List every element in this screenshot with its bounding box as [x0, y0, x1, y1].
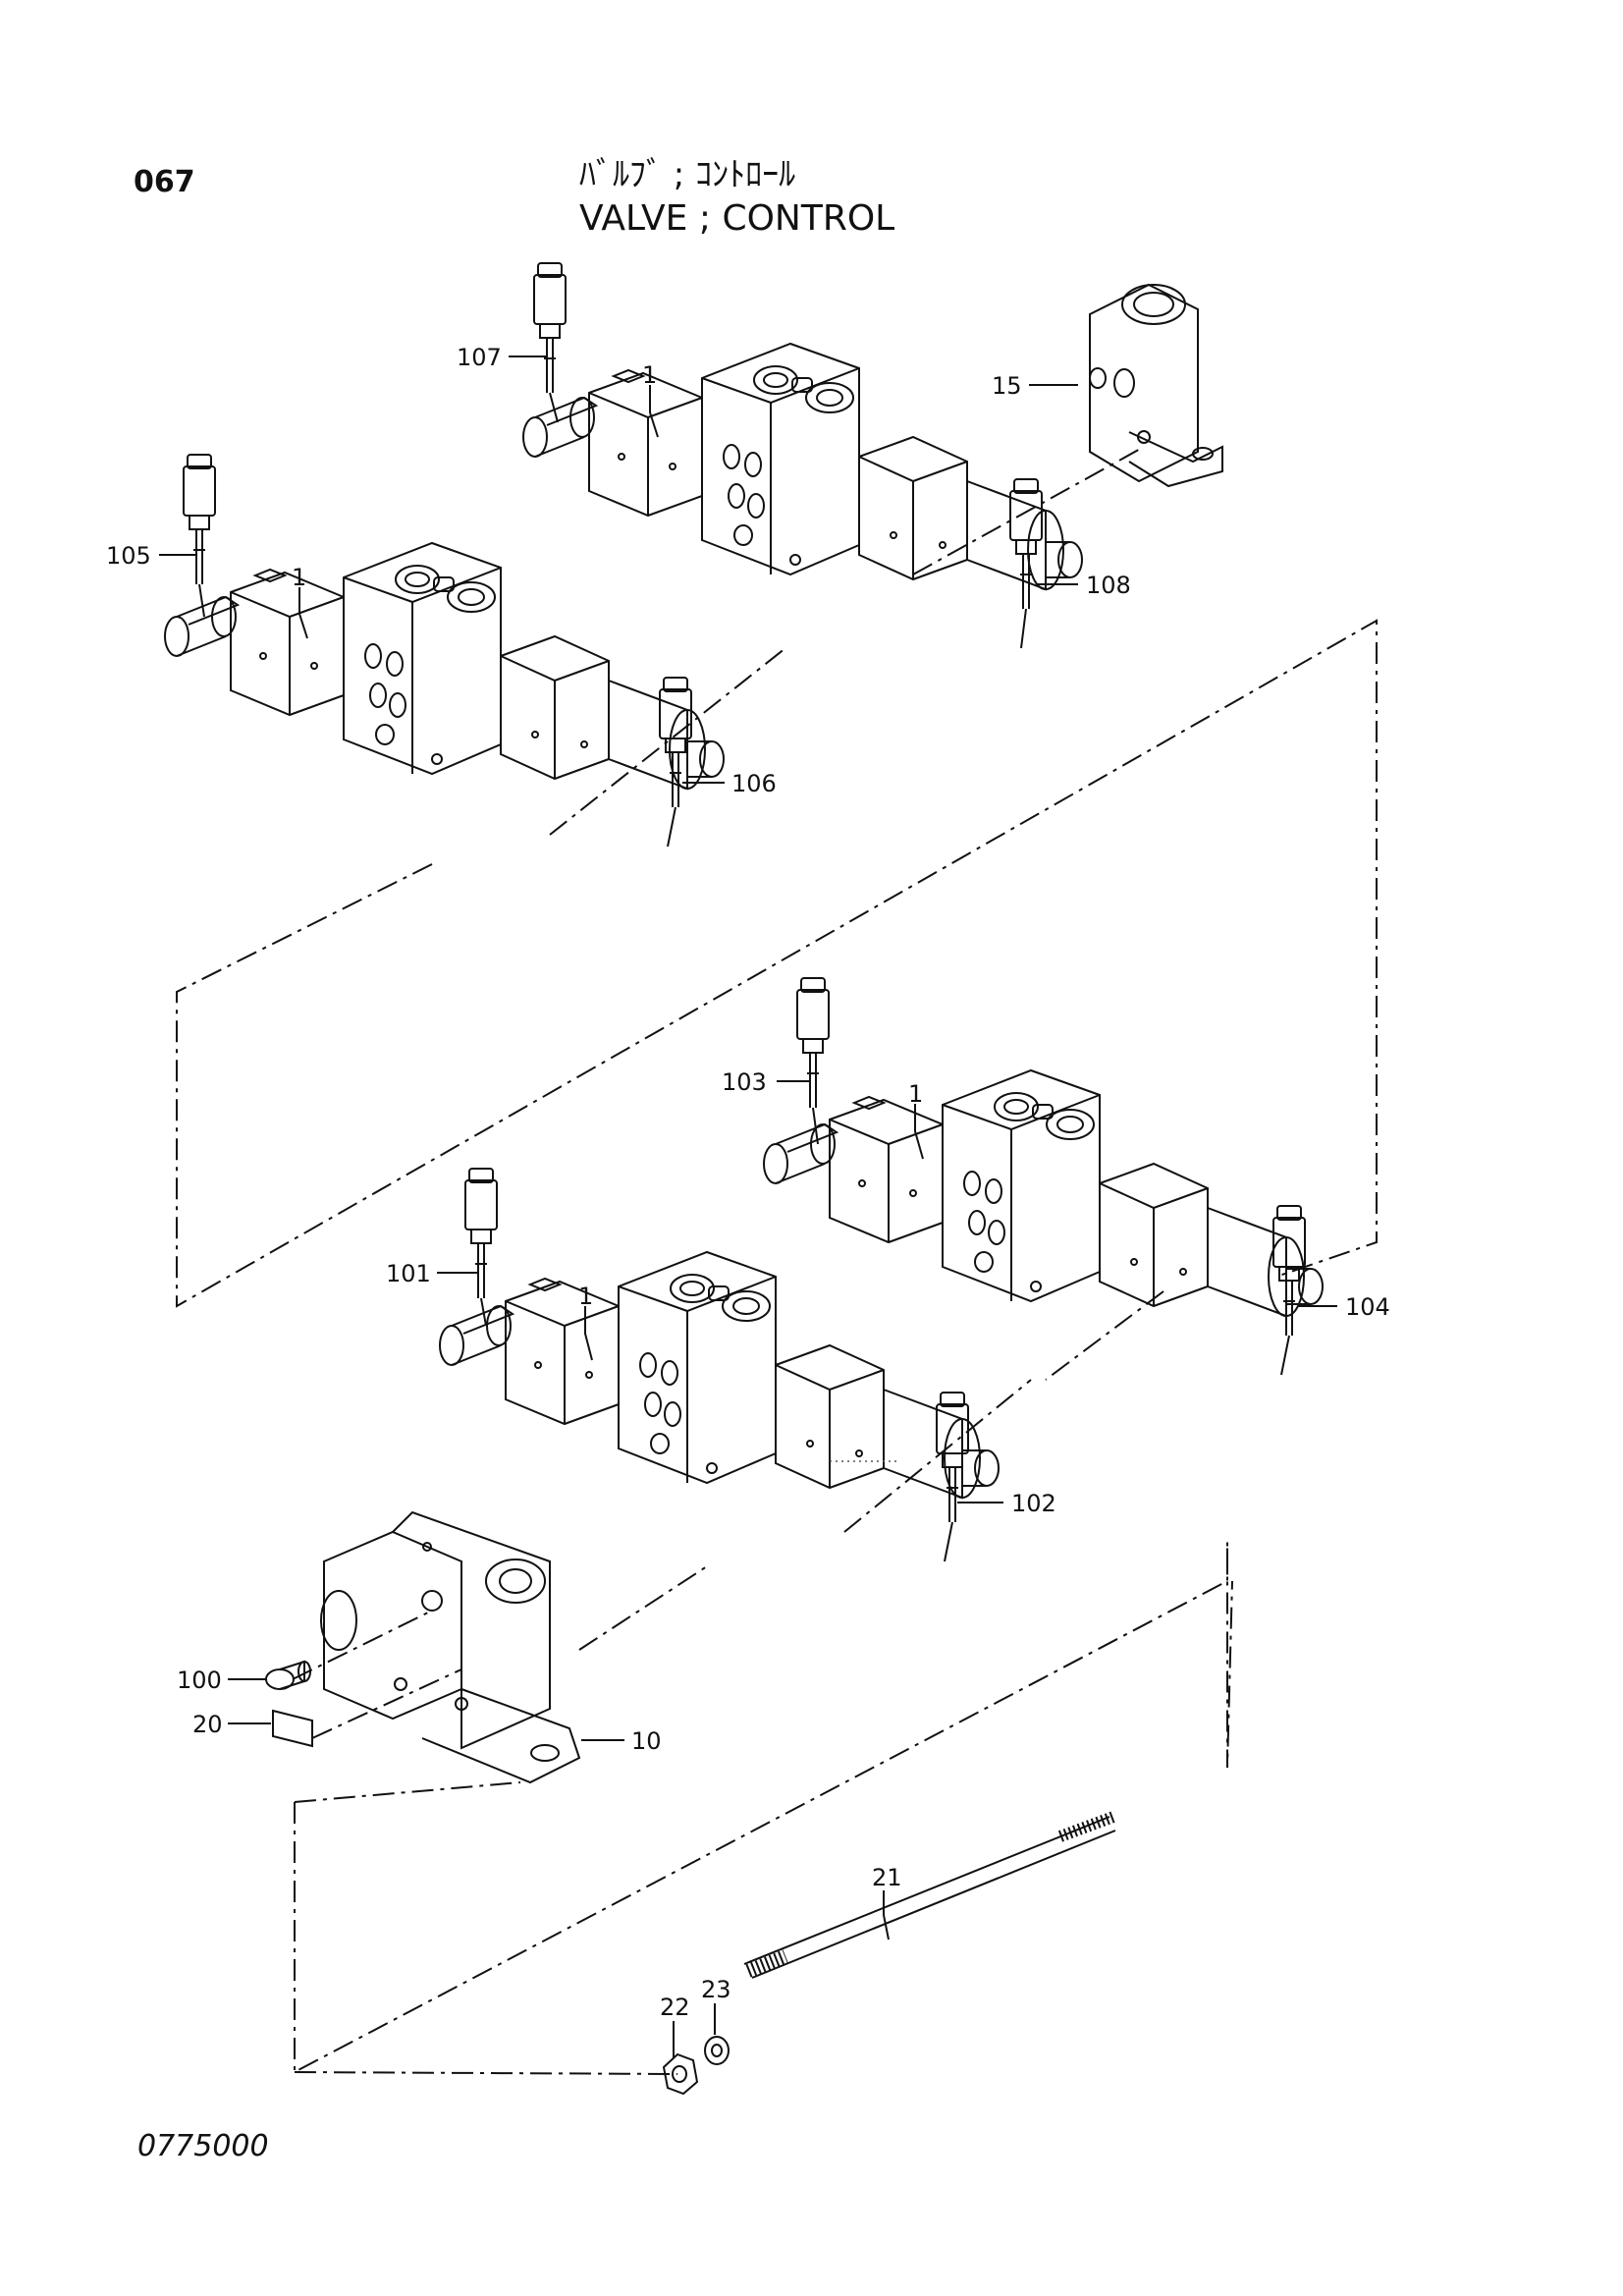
callout-23: 23: [701, 1976, 731, 2003]
connector-104: [1272, 1205, 1306, 1376]
inlet-housing-15: [1089, 283, 1223, 488]
leader-lines: [159, 355, 1337, 2058]
callout-1-top-rear: 1: [642, 361, 657, 389]
valve-section-bottom-rear: [763, 1069, 1324, 1317]
tie-rod-21: [743, 1811, 1116, 1979]
callout-103: 103: [722, 1068, 767, 1096]
callout-100: 100: [177, 1667, 222, 1694]
callout-105: 105: [106, 542, 151, 570]
callout-107: 107: [457, 344, 502, 371]
callout-15: 15: [992, 372, 1022, 400]
callout-20: 20: [192, 1711, 223, 1738]
callout-101: 101: [386, 1260, 431, 1287]
connector-107: [533, 262, 567, 423]
title-english: VALVE ; CONTROL: [579, 198, 895, 239]
connector-103: [796, 977, 830, 1145]
valve-section-top-front: [164, 542, 725, 790]
plate-20: [272, 1709, 313, 1748]
connector-108: [1009, 478, 1043, 649]
assembly-lines: [176, 446, 1378, 2075]
callout-1-bottom-rear: 1: [908, 1080, 923, 1108]
title-japanese: ﾊﾞﾙﾌﾞ ; ｺﾝﾄﾛｰﾙ: [579, 155, 796, 194]
callout-22: 22: [660, 1994, 690, 2021]
valve-section-bottom-front: [439, 1251, 1000, 1499]
callout-106: 106: [731, 770, 777, 797]
callout-1-bottom-front: 1: [578, 1283, 593, 1310]
callout-104: 104: [1345, 1293, 1390, 1321]
callout-1-top-front: 1: [292, 564, 306, 591]
connector-101: [464, 1168, 498, 1327]
connector-102: [936, 1392, 969, 1562]
nut-22: [662, 2052, 699, 2096]
plug-100: [265, 1660, 311, 1690]
callout-21: 21: [872, 1864, 902, 1891]
page-number: 067: [134, 165, 195, 199]
washer-23: [704, 2036, 730, 2065]
outlet-housing-10: [320, 1510, 581, 1784]
connector-106: [659, 677, 692, 847]
drawing-code: 0775000: [137, 2129, 269, 2163]
callout-10: 10: [631, 1727, 662, 1755]
callout-108: 108: [1086, 572, 1131, 599]
connector-105: [183, 454, 216, 618]
callout-102: 102: [1011, 1490, 1056, 1517]
